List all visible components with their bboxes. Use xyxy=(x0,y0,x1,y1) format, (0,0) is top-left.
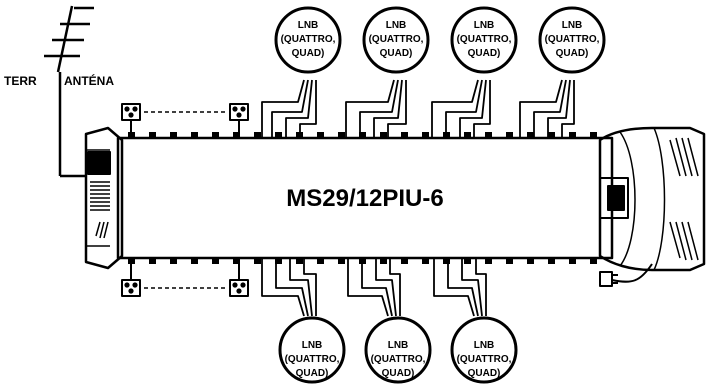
bottom-lnb-2-cables xyxy=(347,258,401,317)
svg-text:(QUATTRO,: (QUATTRO, xyxy=(457,354,512,365)
lnb-top-1 xyxy=(274,6,342,74)
connector-bottom-5 xyxy=(212,258,219,264)
connector-bottom-16 xyxy=(443,258,450,264)
svg-text:QUAD): QUAD) xyxy=(292,48,325,59)
svg-text:LNB: LNB xyxy=(562,20,583,31)
connector-bottom-22 xyxy=(569,258,576,264)
lnb-top-2-label: LNB (QUATTRO, QUAD) xyxy=(369,20,424,59)
connector-bottom-7 xyxy=(254,258,261,264)
lnb-top-1-label: LNB (QUATTRO, QUAD) xyxy=(281,20,336,59)
connector-top-23 xyxy=(590,132,597,138)
terrestrial-antenna-icon xyxy=(44,5,94,178)
connector-top-9 xyxy=(296,132,303,138)
connector-bottom-6 xyxy=(233,258,240,264)
connector-top-4 xyxy=(191,132,198,138)
connector-bottom-12 xyxy=(359,258,366,264)
connector-top-7 xyxy=(254,132,261,138)
svg-text:QUAD): QUAD) xyxy=(468,368,501,379)
svg-text:QUAD): QUAD) xyxy=(380,48,413,59)
connector-top-8 xyxy=(275,132,282,138)
connector-bottom-19 xyxy=(506,258,513,264)
lnb-bottom-3-label: LNB (QUATTRO, QUAD) xyxy=(457,340,512,379)
connector-top-14 xyxy=(401,132,408,138)
top-lnb-4-cables xyxy=(519,79,575,138)
lnb-bottom-2-label: LNB (QUATTRO, QUAD) xyxy=(371,340,426,379)
connector-top-18 xyxy=(485,132,492,138)
bottom-lnb-3-cables xyxy=(433,258,487,317)
connector-bottom-18 xyxy=(485,258,492,264)
connector-top-1 xyxy=(128,132,135,138)
connector-bottom-3 xyxy=(170,258,177,264)
wall-socket-top-right xyxy=(229,103,249,138)
connector-bottom-15 xyxy=(422,258,429,264)
svg-text:LNB: LNB xyxy=(474,340,495,351)
svg-text:(QUATTRO,: (QUATTRO, xyxy=(369,34,424,45)
connector-row xyxy=(128,132,597,264)
svg-text:(QUATTRO,: (QUATTRO, xyxy=(285,354,340,365)
connector-top-12 xyxy=(359,132,366,138)
connector-top-11 xyxy=(338,132,345,138)
connector-bottom-1 xyxy=(128,258,135,264)
lnb-top-4 xyxy=(538,6,606,74)
connector-top-19 xyxy=(506,132,513,138)
svg-text:LNB: LNB xyxy=(388,340,409,351)
lnb-top-3 xyxy=(450,6,518,74)
top-lnb-1-cables xyxy=(261,79,317,138)
svg-text:(QUATTRO,: (QUATTRO, xyxy=(371,354,426,365)
connector-top-21 xyxy=(548,132,555,138)
top-lnb-3-cables xyxy=(431,79,491,138)
antenna-label: ANTÉNA xyxy=(64,73,114,88)
connector-bottom-2 xyxy=(149,258,156,264)
svg-text:(QUATTRO,: (QUATTRO, xyxy=(545,34,600,45)
connector-top-2 xyxy=(149,132,156,138)
connector-bottom-17 xyxy=(464,258,471,264)
connector-bottom-23 xyxy=(590,258,597,264)
connector-bottom-14 xyxy=(401,258,408,264)
connector-top-20 xyxy=(527,132,534,138)
connector-top-10 xyxy=(317,132,324,138)
svg-text:LNB: LNB xyxy=(298,20,319,31)
connector-bottom-21 xyxy=(548,258,555,264)
terr-label: TERR xyxy=(4,74,37,88)
svg-text:LNB: LNB xyxy=(302,340,323,351)
svg-text:LNB: LNB xyxy=(474,20,495,31)
connector-bottom-8 xyxy=(275,258,282,264)
svg-text:QUAD): QUAD) xyxy=(382,368,415,379)
bottom-lnb-1-cables xyxy=(261,258,317,317)
lnb-top-3-label: LNB (QUATTRO, QUAD) xyxy=(457,20,512,59)
svg-text:LNB: LNB xyxy=(386,20,407,31)
left-end-cap xyxy=(84,126,124,270)
svg-text:QUAD): QUAD) xyxy=(468,48,501,59)
svg-text:QUAD): QUAD) xyxy=(296,368,329,379)
device-model-label: MS29/12PIU-6 xyxy=(286,185,443,212)
connector-bottom-4 xyxy=(191,258,198,264)
power-plug-icon xyxy=(599,271,618,287)
lnb-bottom-1 xyxy=(278,316,346,384)
svg-text:(QUATTRO,: (QUATTRO, xyxy=(281,34,336,45)
connector-bottom-20 xyxy=(527,258,534,264)
svg-text:(QUATTRO,: (QUATTRO, xyxy=(457,34,512,45)
top-lnb-2-cables xyxy=(345,79,407,138)
connector-bottom-9 xyxy=(296,258,303,264)
lnb-bottom-3 xyxy=(450,316,518,384)
right-end-cap xyxy=(598,126,706,283)
connector-bottom-13 xyxy=(380,258,387,264)
connector-top-3 xyxy=(170,132,177,138)
connector-top-22 xyxy=(569,132,576,138)
svg-text:QUAD): QUAD) xyxy=(556,48,589,59)
connector-top-6 xyxy=(233,132,240,138)
connector-top-15 xyxy=(422,132,429,138)
lnb-bottom-2 xyxy=(364,316,432,384)
lnb-bottom-1-label: LNB (QUATTRO, QUAD) xyxy=(285,340,340,379)
connector-top-5 xyxy=(212,132,219,138)
connector-bottom-11 xyxy=(338,258,345,264)
connector-top-16 xyxy=(443,132,450,138)
lnb-top-2 xyxy=(362,6,430,74)
connector-bottom-10 xyxy=(317,258,324,264)
connector-top-17 xyxy=(464,132,471,138)
lnb-top-4-label: LNB (QUATTRO, QUAD) xyxy=(545,20,600,59)
connector-top-13 xyxy=(380,132,387,138)
